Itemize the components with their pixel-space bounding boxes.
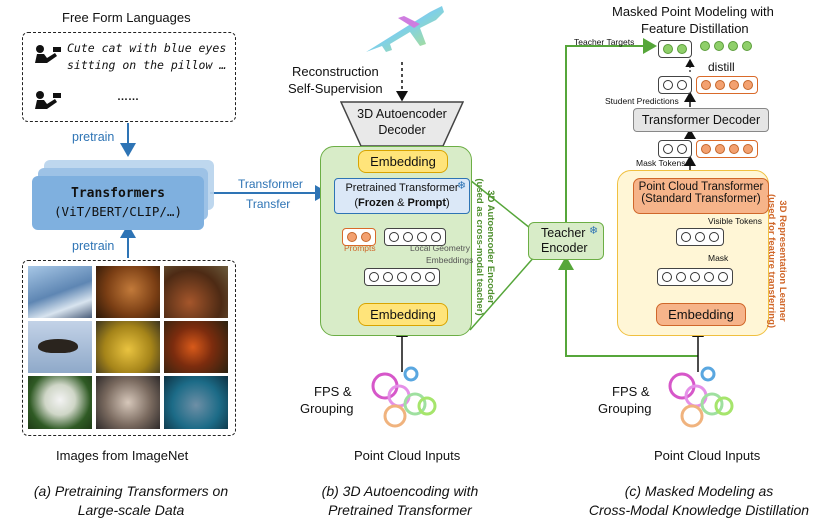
self-supervision-label: Self-Supervision xyxy=(288,81,383,96)
image-taxi xyxy=(96,321,160,373)
language-box: Cute cat with blue eyes sitting on the p… xyxy=(22,32,236,122)
image-volcano xyxy=(28,266,92,318)
encoder-side-line1: 3D Autoencoder Encoder xyxy=(485,190,496,304)
embedding-c: Embedding xyxy=(656,303,746,326)
embedding-bottom: Embedding xyxy=(358,303,448,326)
free-form-languages-title: Free Form Languages xyxy=(62,10,191,25)
point-cloud-inputs-c: Point Cloud Inputs xyxy=(654,448,761,463)
local-geometry-tokens xyxy=(384,228,446,246)
mask-tokens-orange xyxy=(696,140,758,158)
prompt-tokens xyxy=(342,228,376,246)
pct-label-line2: (Standard Transformer) xyxy=(641,193,761,205)
teacher-target-green-tokens xyxy=(698,41,754,51)
image-eagle xyxy=(28,321,92,373)
transfer-label-line1: Transformer xyxy=(238,177,303,191)
grouping-label-b: Grouping xyxy=(300,401,354,416)
grouping-label-c: Grouping xyxy=(598,401,652,416)
learner-side-label: 3D Representation Learner (used for feat… xyxy=(766,178,788,334)
language-text-line2: sitting on the pillow … xyxy=(67,58,227,72)
teacher-encoder-box: Teacher Encoder ❄ xyxy=(528,222,604,260)
imagenet-label: Images from ImageNet xyxy=(56,448,189,463)
image-lionfish xyxy=(164,376,228,429)
teacher-target-arrow xyxy=(565,38,657,228)
microphone-icon xyxy=(35,91,61,109)
student-prediction-tokens-orange xyxy=(696,76,758,94)
image-dog xyxy=(96,266,160,318)
local-geometry-embeddings-label: Embeddings xyxy=(426,255,474,265)
caption-c: (c) Masked Modeling as Cross-Modal Knowl… xyxy=(572,482,826,520)
caption-a: (a) Pretraining Transformers on Large-sc… xyxy=(0,482,262,520)
transformer-decoder-box: Transformer Decoder xyxy=(633,108,769,132)
image-rock xyxy=(164,266,228,318)
image-grid xyxy=(22,260,236,436)
student-predictions-label: Student Predictions xyxy=(605,96,679,106)
point-cloud-inputs-b: Point Cloud Inputs xyxy=(354,448,461,463)
embedding-tokens xyxy=(364,268,440,286)
encoder-side-line2: (used as cross-modal teacher) xyxy=(474,178,485,316)
snowflake-icon: ❄ xyxy=(589,225,599,237)
frozen-prompt-label: (Frozen & Prompt) xyxy=(354,197,450,209)
teacher-targets-label: Teacher Targets xyxy=(574,37,635,47)
transformers-label: Transformers xyxy=(71,186,165,201)
mask-tokens-label: Mask Tokens xyxy=(636,158,686,168)
encoder-label: Encoder xyxy=(541,241,588,255)
caption-a-line1: (a) Pretraining Transformers on xyxy=(33,483,229,499)
mask-tokens-white xyxy=(658,140,692,158)
visible-tokens xyxy=(676,228,724,246)
snowflake-icon: ❄ xyxy=(457,180,467,192)
image-lizard xyxy=(164,321,228,373)
transformers-models: (ViT/BERT/CLIP/…) xyxy=(54,204,182,219)
transfer-label-line2: Transfer xyxy=(246,197,291,211)
caption-c-line1: (c) Masked Modeling as xyxy=(624,483,774,499)
language-text-line1: Cute cat with blue eyes xyxy=(67,41,227,55)
encoder-side-label: 3D Autoencoder Encoder (used as cross-mo… xyxy=(474,158,496,328)
teacher-label: Teacher xyxy=(541,226,586,240)
learner-side-line2: (used for feature transferring) xyxy=(766,193,777,329)
teacher-target-tokens xyxy=(658,40,692,58)
airplane-icon xyxy=(366,6,444,52)
panel-c-title-line2: Feature Distillation xyxy=(641,21,749,36)
pct-label-line1: Point Cloud Transformer xyxy=(638,181,764,193)
pretrained-transformer-box: Pretrained Transformer (Frozen & Prompt)… xyxy=(334,178,470,214)
fps-label-b: FPS & xyxy=(314,384,352,399)
caption-c-line2: Cross-Modal Knowledge Distillation xyxy=(588,502,810,518)
point-cloud-icon xyxy=(371,366,437,428)
student-prediction-tokens-white xyxy=(658,76,692,94)
pretrain-label-top: pretrain xyxy=(72,130,115,144)
caption-a-line2: Large-scale Data xyxy=(77,502,185,518)
visible-tokens-label: Visible Tokens xyxy=(708,216,763,226)
distill-label: distill xyxy=(708,60,735,74)
image-cat xyxy=(96,376,160,429)
all-tokens xyxy=(657,268,733,286)
mask-label: Mask xyxy=(708,253,729,263)
caption-b-line2: Pretrained Transformer xyxy=(328,502,472,518)
decoder-label-line1: 3D Autoencoder xyxy=(357,107,447,121)
embedding-top: Embedding xyxy=(358,150,448,173)
transformers-box: Transformers (ViT/BERT/CLIP/…) xyxy=(32,176,204,230)
pretrained-transformer-label: Pretrained Transformer xyxy=(345,182,459,194)
point-cloud-transformer-box: Point Cloud Transformer (Standard Transf… xyxy=(633,178,769,214)
fps-label-c: FPS & xyxy=(612,384,650,399)
prompts-label: Prompts xyxy=(344,243,376,253)
local-geometry-label: Local Geometry xyxy=(410,243,470,253)
image-panda xyxy=(28,376,92,429)
decoder-label-line2: Decoder xyxy=(378,123,426,137)
point-cloud-icon xyxy=(668,366,734,428)
reconstruction-label: Reconstruction xyxy=(292,64,379,79)
caption-b: (b) 3D Autoencoding with Pretrained Tran… xyxy=(300,482,500,520)
pretrain-label-bottom: pretrain xyxy=(72,239,115,253)
teacher-input-arrow xyxy=(558,256,698,357)
panel-c-title-line1: Masked Point Modeling with xyxy=(612,4,774,19)
microphone-icon xyxy=(35,45,61,63)
caption-b-line1: (b) 3D Autoencoding with xyxy=(321,483,479,499)
language-text-line3: …… xyxy=(117,91,139,103)
learner-side-line1: 3D Representation Learner xyxy=(777,200,788,322)
